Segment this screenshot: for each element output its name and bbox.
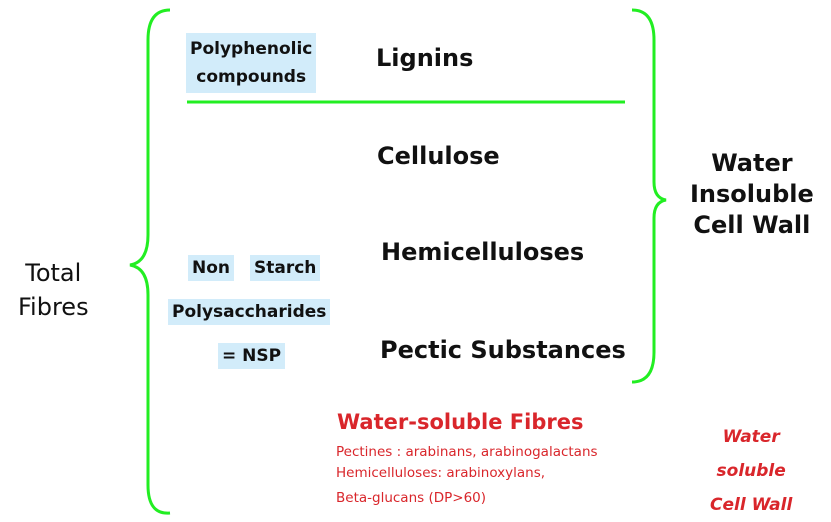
water-insoluble-label: Water Insoluble Cell Wall	[690, 148, 814, 241]
polyphenolic-line1: Polyphenolic	[190, 39, 313, 59]
water-soluble-desc-3: Beta-glucans (DP>60)	[336, 490, 487, 506]
total-label-line2: Fibres	[18, 293, 89, 321]
total-label-line1: Total	[25, 259, 82, 287]
polyphenolic-compounds-box: Polyphenolic compounds	[186, 33, 317, 93]
water-soluble-desc-2: Hemicelluloses: arabinoxylans,	[336, 465, 546, 481]
lignins-label: Lignins	[376, 44, 474, 72]
nsp-non: Non	[188, 255, 235, 281]
soluble-wall-line1: Water	[722, 427, 780, 447]
nsp-polysaccharides: Polysaccharides	[168, 299, 331, 325]
cellulose-label: Cellulose	[377, 142, 500, 170]
soluble-wall-line2: soluble	[716, 461, 786, 481]
left-curly-brace	[129, 8, 171, 515]
insoluble-line2: Insoluble	[690, 180, 814, 208]
hemicelluloses-label: Hemicelluloses	[381, 238, 585, 266]
nsp-starch: Starch	[250, 255, 321, 281]
soluble-wall-line3: Cell Wall	[710, 495, 793, 515]
pectic-substances-label: Pectic Substances	[380, 336, 626, 364]
water-soluble-title: Water-soluble Fibres	[337, 410, 584, 434]
water-soluble-desc-1: Pectines : arabinans, arabinogalactans	[336, 444, 598, 460]
insoluble-line1: Water	[711, 149, 793, 177]
insoluble-line3: Cell Wall	[693, 211, 811, 239]
right-curly-brace	[631, 8, 667, 384]
nsp-equals: = NSP	[218, 343, 286, 369]
total-fibres-label: Total Fibres	[18, 256, 89, 324]
water-soluble-cell-wall-label: Water soluble Cell Wall	[710, 420, 792, 522]
polyphenolic-line2: compounds	[196, 67, 307, 87]
